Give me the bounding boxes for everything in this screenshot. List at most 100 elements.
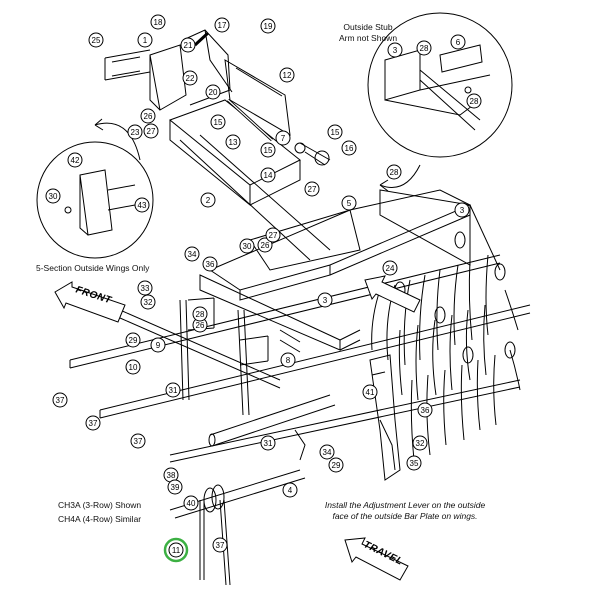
callout-bubble xyxy=(200,192,216,208)
callout-bubble xyxy=(304,181,320,197)
callout-number: 31 xyxy=(264,439,273,448)
callout-number: 35 xyxy=(410,459,419,468)
callout-28: 28 xyxy=(416,40,432,56)
callout-number: 31 xyxy=(169,386,178,395)
callout-13: 13 xyxy=(225,134,241,150)
callout-bubble xyxy=(417,402,433,418)
callout-18: 18 xyxy=(150,14,166,30)
callout-number: 29 xyxy=(129,336,138,345)
callout-21: 21 xyxy=(180,37,196,53)
callout-bubble xyxy=(192,306,208,322)
callout-number: 32 xyxy=(144,298,153,307)
callout-40: 40 xyxy=(183,495,199,511)
callout-number: 37 xyxy=(89,419,98,428)
callout-bubble xyxy=(167,479,183,495)
callout-bubble xyxy=(328,457,344,473)
callout-29: 29 xyxy=(125,332,141,348)
callout-number: 3 xyxy=(460,206,465,215)
callout-32-2: 32 xyxy=(412,435,428,451)
callout-37-4: 37 xyxy=(212,537,228,553)
callout-number: 37 xyxy=(134,437,143,446)
callout-number: 12 xyxy=(283,71,292,80)
callout-bubble xyxy=(137,280,153,296)
callout-bubble xyxy=(406,455,422,471)
callout-number: 33 xyxy=(141,284,150,293)
callout-number: 23 xyxy=(131,128,140,137)
callout-bubble xyxy=(150,14,166,30)
callout-17: 17 xyxy=(214,17,230,33)
callout-34: 34 xyxy=(184,246,200,262)
outside-stub-line2: Arm not Shown xyxy=(338,32,398,43)
callout-bubble xyxy=(341,195,357,211)
callout-37-3: 37 xyxy=(130,433,146,449)
callout-number: 42 xyxy=(71,156,80,165)
frame-linework xyxy=(36,12,531,586)
callout-number: 37 xyxy=(56,396,65,405)
callout-number: 37 xyxy=(216,541,225,550)
callout-28-4: 28 xyxy=(192,306,208,322)
install-line1: Install the Adjustment Lever on the outs… xyxy=(324,500,486,510)
callout-bubble xyxy=(260,18,276,34)
callout-number: 30 xyxy=(243,242,252,251)
callout-9: 9 xyxy=(150,337,166,353)
callout-number: 16 xyxy=(345,144,354,153)
callout-number: 3 xyxy=(323,296,328,305)
callout-3: 3 xyxy=(387,42,403,58)
callout-bubble xyxy=(212,537,228,553)
callout-bubble xyxy=(67,152,83,168)
callout-bubble xyxy=(239,238,255,254)
callout-bubble xyxy=(450,34,466,50)
callout-bubble xyxy=(225,134,241,150)
callout-43: 43 xyxy=(134,197,150,213)
callout-number: 14 xyxy=(264,171,273,180)
callout-bubble xyxy=(210,114,226,130)
callout-number: 17 xyxy=(218,21,227,30)
callout-2: 2 xyxy=(200,192,216,208)
callout-number: 8 xyxy=(286,356,291,365)
callout-1: 1 xyxy=(137,32,153,48)
callout-31: 31 xyxy=(165,382,181,398)
callout-3-3: 3 xyxy=(454,202,470,218)
callout-26-3: 26 xyxy=(192,317,208,333)
callout-bubble xyxy=(45,188,61,204)
callout-number: 27 xyxy=(308,185,317,194)
callout-number: 28 xyxy=(470,97,479,106)
callout-number: 26 xyxy=(196,321,205,330)
callout-39: 39 xyxy=(167,479,183,495)
callout-41: 41 xyxy=(362,384,378,400)
callout-26-2: 26 xyxy=(257,237,273,253)
ch4a-note: CH4A (4-Row) Similar xyxy=(58,514,142,524)
callout-bubble xyxy=(182,70,198,86)
callout-bubble xyxy=(317,292,333,308)
callout-bubble xyxy=(214,17,230,33)
callout-number: 4 xyxy=(288,486,293,495)
callout-number: 20 xyxy=(209,88,218,97)
callout-number: 43 xyxy=(138,201,147,210)
callout-19: 19 xyxy=(260,18,276,34)
callout-bubble xyxy=(150,337,166,353)
callout-12: 12 xyxy=(279,67,295,83)
callout-bubble xyxy=(130,433,146,449)
callout-bubble xyxy=(140,108,156,124)
callout-8: 8 xyxy=(280,352,296,368)
callout-number: 6 xyxy=(456,38,461,47)
callout-26: 26 xyxy=(140,108,156,124)
callout-11: 11 xyxy=(168,542,184,558)
callout-bubble xyxy=(85,415,101,431)
outside-stub-line1: Outside Stub xyxy=(343,22,393,32)
callout-bubble xyxy=(125,332,141,348)
callout-number: 15 xyxy=(214,118,223,127)
callout-number: 1 xyxy=(143,36,148,45)
callout-36: 36 xyxy=(202,256,218,272)
callout-number: 28 xyxy=(420,44,429,53)
callout-number: 18 xyxy=(154,18,163,27)
callout-35: 35 xyxy=(406,455,422,471)
callout-number: 24 xyxy=(386,264,395,273)
callout-bubble xyxy=(257,237,273,253)
callout-number: 32 xyxy=(416,439,425,448)
callout-bubble xyxy=(165,382,181,398)
install-note: Install the Adjustment Lever on the outs… xyxy=(275,500,535,521)
